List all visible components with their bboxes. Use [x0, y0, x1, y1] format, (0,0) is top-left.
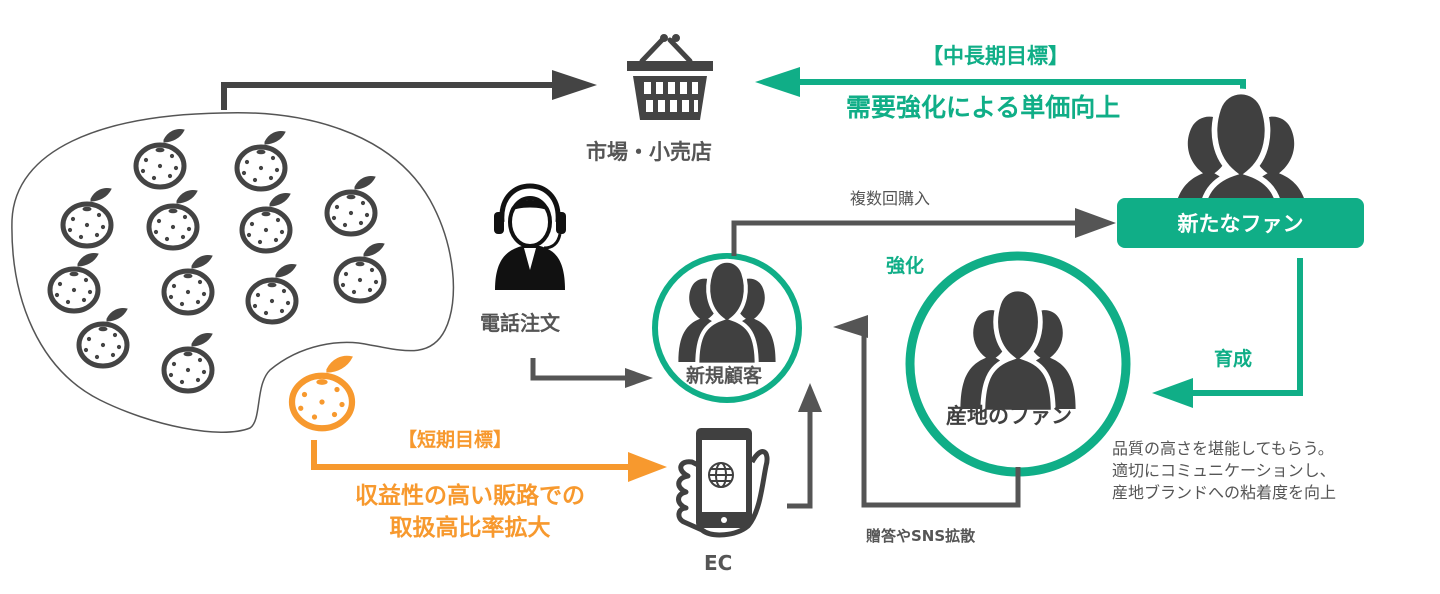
market-label: 市場・小売店	[586, 140, 712, 164]
orange-fruits	[50, 129, 384, 391]
new-fans-box: 新たなファン	[1117, 198, 1364, 248]
arrow-nurture	[1152, 258, 1303, 408]
ec-label: EC	[704, 551, 733, 575]
arrow-ec-to-customers	[787, 383, 822, 509]
mandarin-orange-icon	[336, 243, 384, 301]
mid-long-goal-text: 需要強化による単価向上	[846, 93, 1121, 122]
local-fans-note: 品質の高さを堪能してもらう。 適切にコミュニケーションし、 産地ブランドへの粘着…	[1112, 438, 1336, 504]
short-goal-line-2: 取扱高比率拡大	[389, 515, 551, 541]
note-line-3: 産地ブランドへの粘着度を向上	[1112, 483, 1337, 502]
mandarin-orange-icon	[248, 264, 296, 322]
short-term-goal-text: 収益性の高い販路での 取扱高比率拡大	[320, 480, 620, 544]
short-term-goal-title: 【短期目標】	[398, 429, 513, 451]
mandarin-orange-icon	[136, 129, 184, 187]
nurture-label: 育成	[1214, 348, 1253, 370]
mandarin-orange-icon	[50, 253, 98, 311]
arrow-gift-sns	[833, 315, 1021, 508]
mandarin-orange-icon	[63, 188, 111, 246]
mandarin-orange-icon	[327, 176, 375, 234]
local-fans-label: 産地のファン	[946, 404, 1072, 428]
repeat-purchase-label: 複数回購入	[850, 189, 931, 208]
note-line-1: 品質の高さを堪能してもらう。	[1112, 439, 1334, 458]
gift-sns-label: 贈答やSNS拡散	[866, 527, 976, 545]
note-line-2: 適切にコミュニケーションし、	[1112, 461, 1336, 480]
smartphone-globe-icon	[676, 428, 770, 538]
call-center-operator-icon	[494, 183, 566, 290]
phone-order-label: 電話注文	[480, 311, 560, 335]
arrow-short-term-goal	[311, 440, 667, 482]
mandarin-orange-icon	[164, 333, 212, 391]
mandarin-orange-icon	[79, 308, 127, 366]
highlighted-orange	[292, 356, 352, 428]
shopping-basket-icon	[627, 34, 713, 120]
mandarin-orange-icon	[242, 193, 290, 251]
mandarin-orange-icon	[237, 131, 285, 189]
arrow-repeat-purchase	[731, 208, 1116, 256]
new-customers-label: 新規顧客	[686, 365, 763, 387]
strengthen-label: 強化	[886, 255, 925, 277]
arrow-phone-to-customers	[530, 358, 653, 388]
mandarin-orange-icon	[149, 190, 197, 248]
mandarin-orange-icon	[292, 356, 352, 428]
orchard-outline	[11, 111, 455, 433]
mid-long-goal-title: 【中長期目標】	[922, 44, 1069, 68]
arrow-orchard-to-market	[221, 70, 597, 110]
mandarin-orange-icon	[164, 255, 212, 313]
short-goal-line-1: 収益性の高い販路での	[355, 483, 585, 509]
